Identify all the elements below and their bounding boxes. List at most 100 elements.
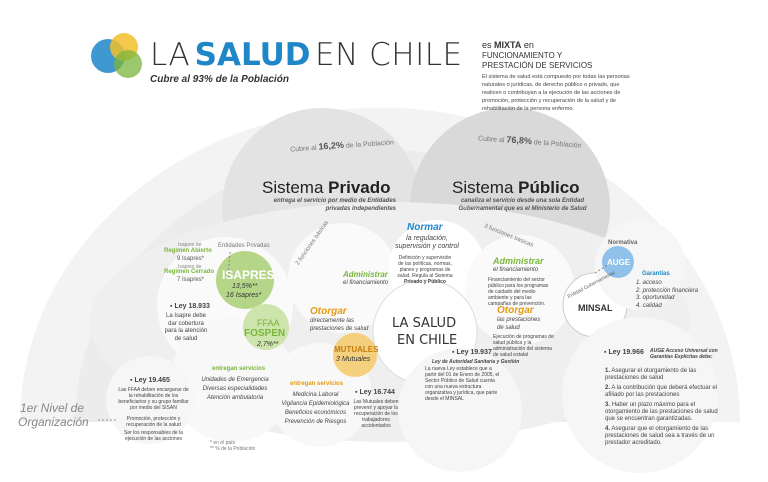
ley-19966-list: 1. Asegurar el otorgamiento de las prest… <box>605 368 723 447</box>
ley-19966-item: 3. Haber un plazo máximo para el otorgam… <box>605 402 718 422</box>
entregan-2-item: Beneficios económicos <box>284 410 347 416</box>
ley-19966-item-text: A la contribución que deberá efectuar el… <box>605 385 718 398</box>
footnote-2: ** % de la Población <box>210 446 256 452</box>
isapres-count: 16 Isapres* <box>226 292 262 299</box>
public-description: canaliza el servicio desde una sola Enti… <box>458 198 587 212</box>
ley-19465-title-text: Ley 19.465 <box>134 377 170 384</box>
entregan-1-item: Diversas especialidades <box>202 386 268 392</box>
ley-16744-title-text: Ley 16.744 <box>359 389 395 396</box>
ley-19465-title: ▪ Ley 19.465 <box>130 377 170 384</box>
isapres-connector <box>227 251 231 279</box>
isapres-name: ISAPRES <box>222 268 275 282</box>
ley-18933-title-text: Ley 18.933 <box>174 303 210 310</box>
isapres-open-name: Regimen Abierto <box>164 248 212 254</box>
title-highlight: SALUD <box>194 37 311 73</box>
private-functions-circle <box>288 223 398 333</box>
ley-16744-title: ▪ Ley 16.744 <box>355 389 395 396</box>
entregan-2-item: Vigilancia Epidemiológica <box>281 401 350 407</box>
garantia-text: protección financiera <box>642 287 699 294</box>
garantia-item: 3. oportunidad <box>636 295 675 301</box>
ley-19966-item-text: Asegurar el otorgamiento de las prestaci… <box>605 368 697 381</box>
normar-desc-bold: Privado y Público <box>404 279 446 285</box>
logo-green-circle <box>114 50 142 78</box>
isapres-pct: 13,5%** <box>232 283 258 290</box>
ley-18933-title: ▪ Ley 18.933 <box>170 303 210 310</box>
private-otorgar-sub: directamente las prestaciones de salud <box>310 318 369 332</box>
entities-label: Entidades Privadas <box>218 243 270 249</box>
level-line2: Organización <box>18 415 89 429</box>
private-title-bold: Privado <box>328 178 391 197</box>
ley19937-circle <box>398 348 522 472</box>
center-title-line2: EN CHILE <box>397 333 458 348</box>
mutuales-count: 3 Mutuales <box>336 356 371 363</box>
garantia-item: 2. protección financiera <box>636 287 699 294</box>
normar: Normar <box>407 222 443 233</box>
ley-19966-item-text: Haber un plazo máximo para el otorgamien… <box>605 402 718 422</box>
footnote-1: * en el país <box>210 440 236 446</box>
ley-19966-item-text: Asegurar que el otorgamiento de las pres… <box>605 426 715 446</box>
garantias-title: Garantías <box>642 271 670 277</box>
mixta-line2: FUNCIONAMIENTO Y <box>482 51 563 60</box>
private-administrar-sub: el financiamiento <box>343 280 389 286</box>
auge: AUGE <box>607 258 631 267</box>
normativa: Normativa <box>608 240 638 246</box>
entregan-1-item: Unidades de Emergencia <box>201 377 269 383</box>
isapres-closed-name: Regimen Cerrado <box>164 269 215 275</box>
ley-16744-text: Las Mutuales deben prevenir y apoyar la … <box>353 399 399 429</box>
ley19966-circle <box>562 317 718 473</box>
private-administrar: Administrar <box>343 270 388 279</box>
auge-bubble <box>602 246 634 278</box>
public-otorgar-desc: Ejecución de programas de salud pública … <box>493 334 554 358</box>
mutuales-bubble <box>333 333 377 377</box>
fospen-name: FOSPEN <box>244 328 286 339</box>
title-suffix: EN CHILE <box>314 37 463 73</box>
public-otorgar: Otorgar <box>497 305 534 316</box>
auge-outer-circle <box>595 220 685 310</box>
level-line1: 1er Nivel de <box>20 401 85 415</box>
header-description: El sistema de salud está compuesto por t… <box>482 74 630 112</box>
isapres-open-label: Isapres de <box>178 242 202 248</box>
ley-19465-text2: Promoción, protección y recuperación de … <box>126 416 181 428</box>
public-title-bold: Público <box>518 178 580 197</box>
public-functions-circle <box>465 235 575 345</box>
entregan-2-item: Medicina Laboral <box>292 392 339 398</box>
garantia-text: acceso <box>642 280 662 286</box>
private-title-light: Sistema <box>262 178 324 197</box>
ley-19937-title-text: Ley 19.937 <box>456 349 492 356</box>
public-coverage-pct: 76,8% <box>506 134 533 147</box>
subtitle: Cubre al 93% de la Población <box>150 74 289 85</box>
entregan-2-list: Medicina Laboral Vigilancia Epidemiológi… <box>278 391 353 427</box>
ley-19966-title-text: Ley 19.966 <box>608 349 644 356</box>
normar-sub: la regulación, supervisión y control <box>395 235 459 250</box>
mutuales-name: MUTUALES <box>334 345 379 354</box>
ley-19966-item: 1. Asegurar el otorgamiento de las prest… <box>605 368 697 381</box>
public-administrar-sub: el financiamiento <box>493 267 539 273</box>
ley-19465-text: Las FFAA deben encargarse de la rehabili… <box>118 387 189 411</box>
ley-19966-title: ▪ Ley 19.966 <box>604 349 644 356</box>
public-administrar: Administrar <box>493 256 544 266</box>
entregan-2-item: Prevención de Riesgos <box>284 419 347 425</box>
main-title: LA SALUD EN CHILE <box>150 37 463 73</box>
isapres-bubble <box>216 251 274 309</box>
mixta-suffix: en <box>523 40 534 50</box>
title-prefix: LA <box>150 37 191 73</box>
entregan-1-item: Atención ambulatoria <box>206 395 264 401</box>
garantias-list: 1. acceso 2. protección financiera 3. op… <box>636 280 698 310</box>
minsal: MINSAL <box>578 303 613 313</box>
ley-19937-subtitle: Ley de Autoridad Sanitaria y Gestión <box>432 359 520 365</box>
mixta-line3: PRESTACIÓN DE SERVICIOS <box>482 61 593 70</box>
public-otorgar-sub: las prestaciones de salud <box>497 317 541 331</box>
center-title-line1: LA SALUD <box>392 316 457 331</box>
ley-19937-title: ▪ Ley 19.937 <box>452 349 492 356</box>
garantia-item: 1. acceso <box>636 280 662 286</box>
public-administrar-desc: Financiamiento del sector público para l… <box>488 277 549 307</box>
mixta-prefix: es <box>482 40 492 50</box>
ley-18933-text: La Isapre debe dar cobertura para la ate… <box>164 313 208 342</box>
entregan-2-title: entregan servicios <box>290 381 344 387</box>
private-otorgar: Otorgar <box>310 306 347 317</box>
ley19465-circle <box>106 356 194 444</box>
private-coverage-pct: 16,2% <box>318 139 345 152</box>
fospen-bubble <box>243 304 289 350</box>
ley-19966-item: 2. A la contribución que deberá efectuar… <box>605 385 718 398</box>
ley-19966-subtitle: AUGE Acceso Universal con Garantías Expl… <box>650 348 718 360</box>
